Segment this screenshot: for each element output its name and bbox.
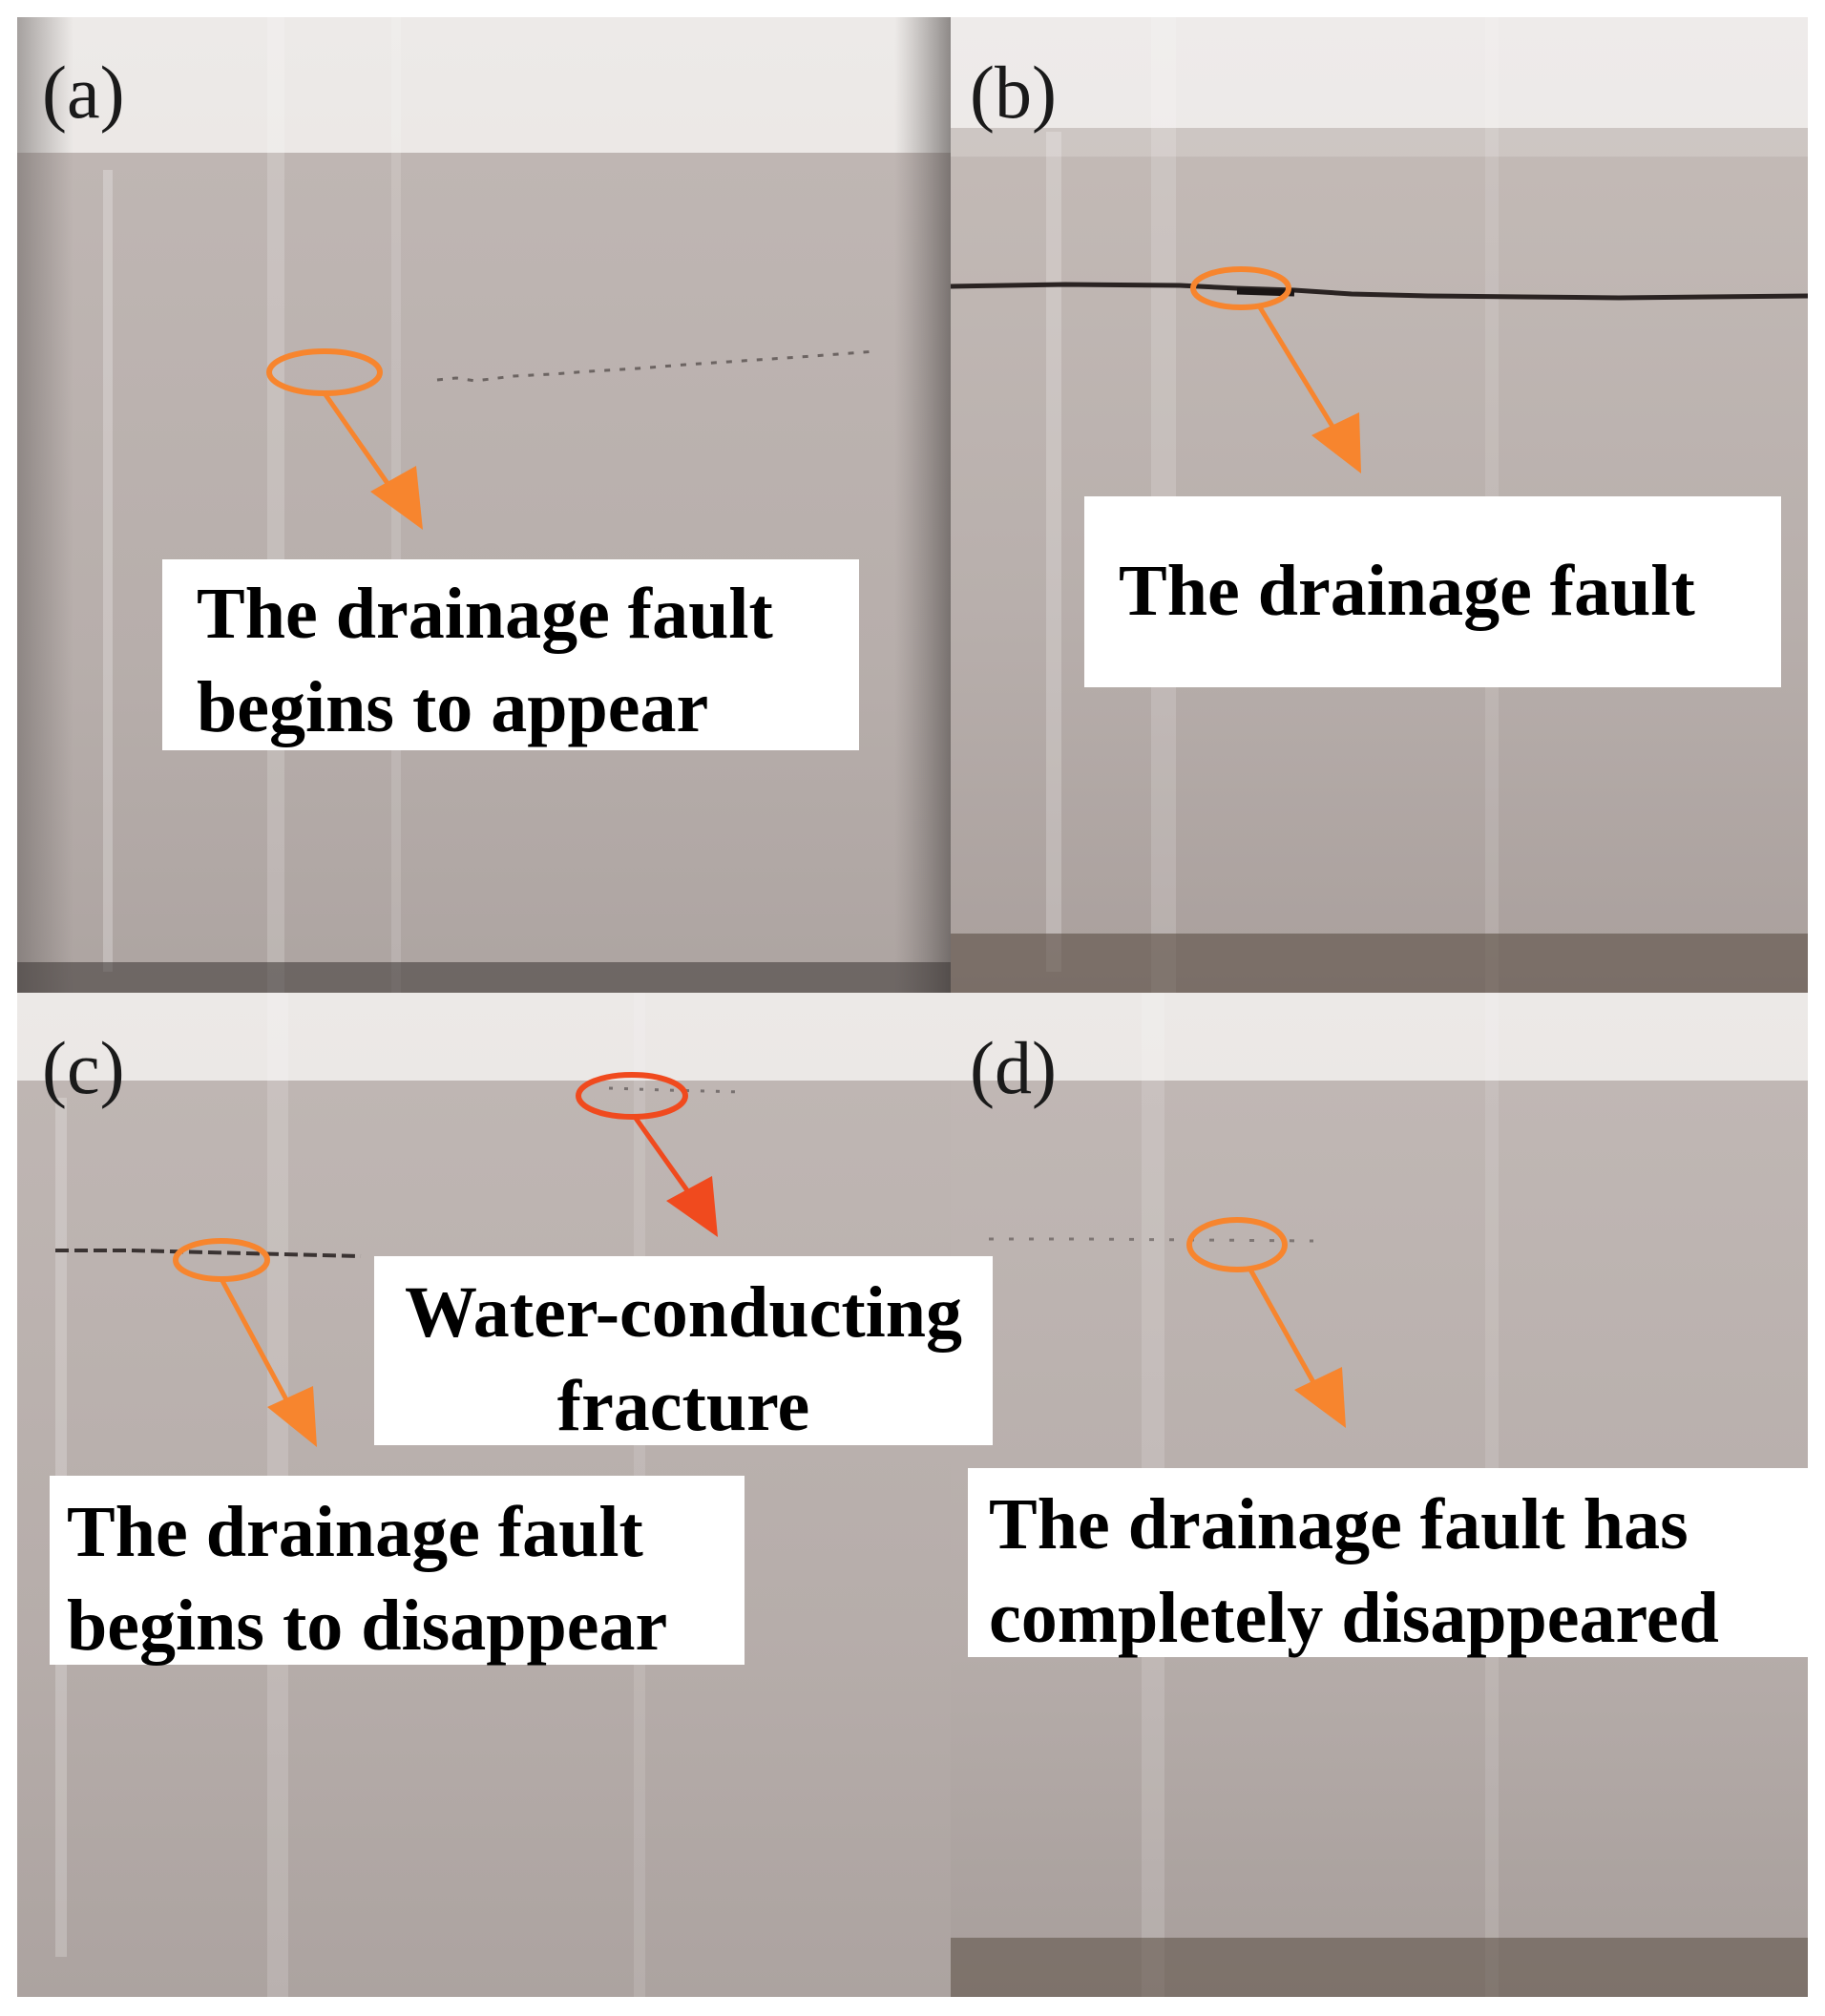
annotation-b-line-1: The drainage fault [1119,551,1695,631]
panel-a-label: (a) [42,51,125,134]
annotation-c-fault-begins-disappear: The drainage fault begins to disappear [50,1476,745,1666]
annotation-d-line-1: The drainage fault has [989,1484,1689,1564]
annotation-d-fault-disappeared: The drainage fault has completely disapp… [968,1468,1808,1658]
panel-a-photo [17,17,951,993]
annotation-c-fracture-line-1: Water-conducting [404,1272,963,1353]
panel-b-label: (b) [970,51,1057,134]
annotation-d-line-2: completely disappeared [989,1578,1719,1658]
panel-c-label: (c) [42,1026,125,1109]
annotation-a-fault-begins-appear: The drainage fault begins to appear [162,559,859,750]
annotation-c-fracture-line-2: fracture [556,1366,810,1446]
annotation-c-water-conducting-fracture: Water-conducting fracture [374,1256,993,1446]
panel-d-label: (d) [970,1026,1057,1109]
annotation-a-line-1: The drainage fault [197,574,773,654]
panel-a: (a) [17,17,951,993]
annotation-c-fault-line-2: begins to disappear [67,1586,668,1666]
annotation-a-line-2: begins to appear [197,667,709,747]
annotation-c-fault-line-1: The drainage fault [67,1492,643,1572]
annotation-b-drainage-fault: The drainage fault [1084,496,1781,687]
